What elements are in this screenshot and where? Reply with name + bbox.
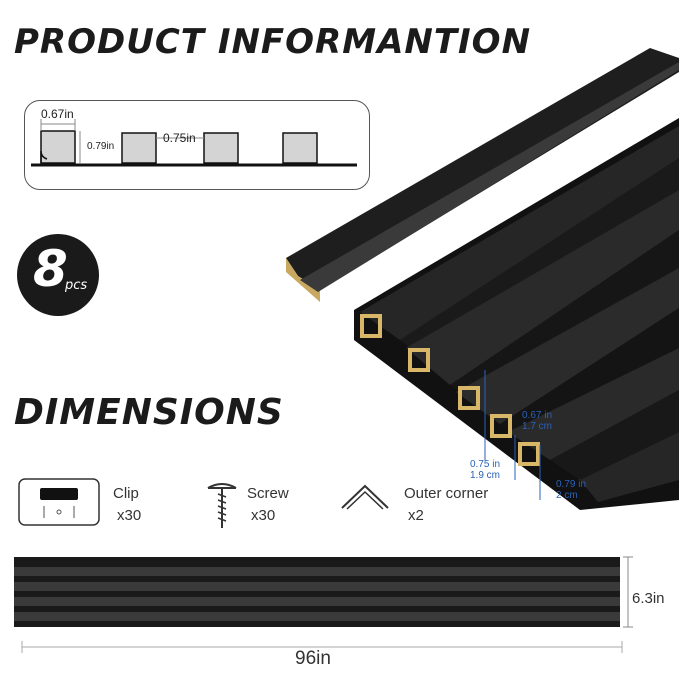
dimensions-title: DIMENSIONS: [14, 392, 284, 433]
quantity-number: 8: [33, 240, 68, 298]
panel-illustration: [286, 48, 679, 510]
profile-fin-1: [40, 130, 76, 164]
outer-corner-qty: x2: [408, 507, 424, 524]
profile-fin-4: [282, 132, 318, 164]
screw-accessory: [205, 480, 239, 536]
panel-fins: [360, 126, 679, 502]
panel-depth-label: 0.79 in 2 cm: [556, 479, 587, 501]
profile-height-label: 0.79in: [87, 141, 115, 152]
clip-label: Clip: [113, 485, 139, 502]
profile-diagram: 0.67in 0.79in 0.75in: [24, 100, 370, 190]
long-panel-drawing: [14, 556, 633, 628]
panel-width-label: 0.67 in 1.7 cm: [522, 410, 553, 432]
clip-qty: x30: [117, 507, 142, 524]
profile-fin-3: [203, 132, 239, 164]
profile-width-label: 0.67in: [41, 107, 74, 121]
profile-fin-2: [121, 132, 157, 164]
screw-label: Screw: [247, 485, 289, 502]
quantity-unit: pcs: [65, 278, 88, 293]
outer-corner-icon: [341, 484, 389, 510]
quantity-badge: 8 pcs: [17, 234, 99, 316]
panel-gap-label: 0.75 in 1.9 cm: [470, 459, 501, 481]
panel-end-caps: [360, 314, 540, 466]
profile-drawing: [31, 119, 357, 167]
product-information-title: PRODUCT INFORMANTION: [14, 22, 532, 62]
panel-length-label: 96in: [295, 648, 331, 669]
corner-trim: [286, 48, 679, 290]
outer-corner-label: Outer corner: [404, 485, 489, 502]
clip-icon: [18, 478, 100, 526]
panel-height-label: 6.3in: [632, 590, 665, 607]
outer-corner-accessory: [340, 482, 390, 516]
profile-gap-label: 0.75in: [163, 131, 196, 145]
clip-accessory: [18, 478, 100, 530]
screw-qty: x30: [251, 507, 276, 524]
length-dimension-line: [21, 641, 623, 653]
screw-icon: [207, 483, 237, 528]
